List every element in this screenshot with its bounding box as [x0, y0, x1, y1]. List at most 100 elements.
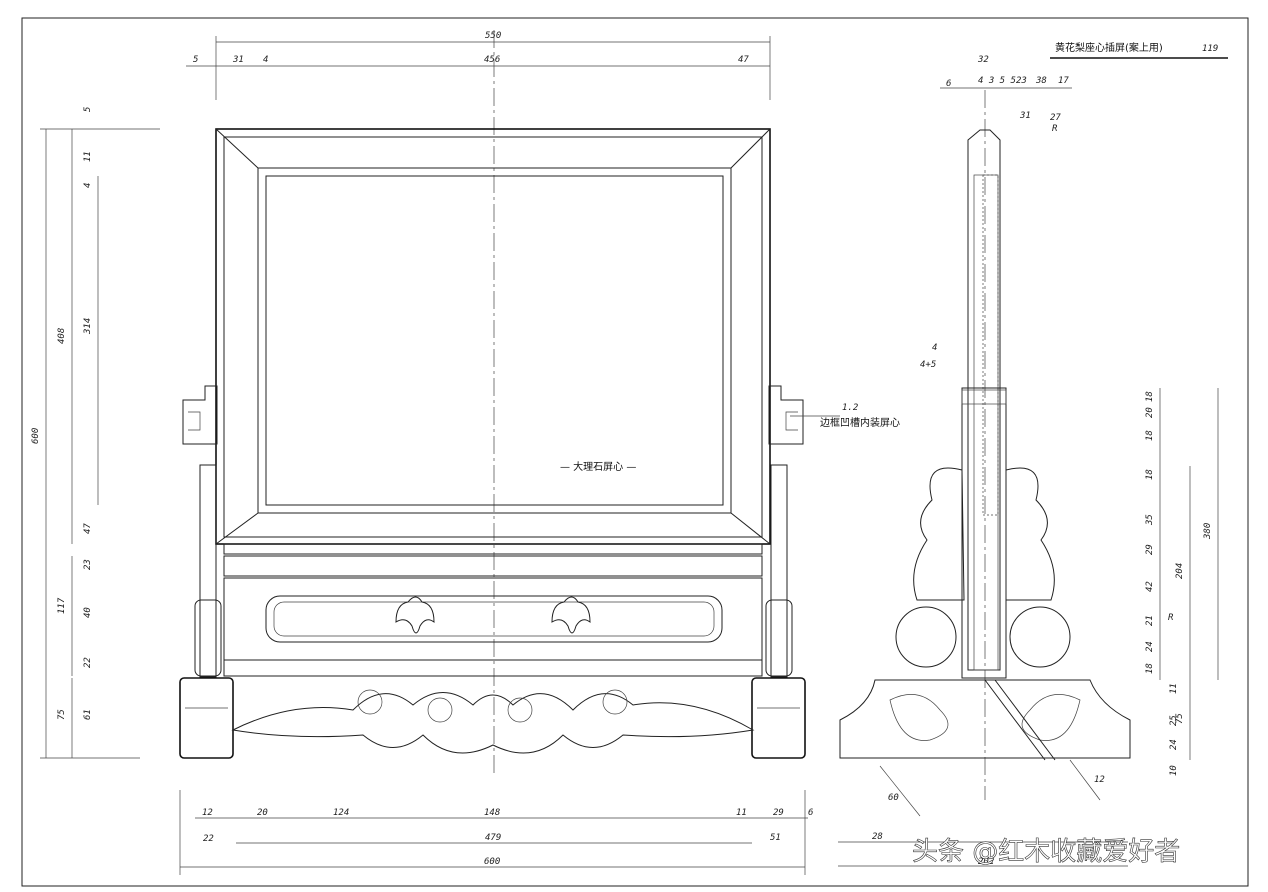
svg-text:4+5: 4+5: [920, 360, 936, 370]
svg-text:380: 380: [1203, 523, 1213, 540]
carved-opening: [265, 595, 723, 643]
side-base: [839, 679, 1131, 759]
svg-text:18: 18: [1145, 430, 1155, 441]
svg-text:47: 47: [738, 55, 749, 65]
apron-upper: [223, 555, 763, 577]
svg-text:28: 28: [872, 832, 883, 842]
svg-text:31: 31: [1019, 111, 1031, 121]
side-disc-left: [895, 606, 957, 668]
svg-text:12: 12: [1094, 775, 1105, 785]
right-post-cap: [768, 385, 804, 445]
svg-text:204: 204: [1175, 563, 1185, 579]
svg-text:479: 479: [485, 833, 501, 843]
svg-text:R: R: [1168, 613, 1174, 623]
page-number: 119: [1202, 44, 1218, 54]
svg-text:117: 117: [57, 597, 67, 614]
svg-text:23: 23: [83, 559, 93, 570]
svg-text:24: 24: [1169, 739, 1179, 750]
svg-text:202: 202: [978, 857, 994, 867]
side-post: [961, 387, 1007, 679]
svg-text:38: 38: [1035, 76, 1047, 86]
svg-text:23: 23: [1016, 76, 1027, 86]
outer-frame: [215, 128, 771, 545]
svg-text:75: 75: [57, 709, 67, 720]
svg-text:21: 21: [1145, 615, 1155, 626]
svg-text:51: 51: [770, 833, 781, 843]
svg-text:314: 314: [83, 318, 93, 335]
svg-text:408: 408: [57, 328, 67, 344]
side-view: 32 6 4 3 5 5 23 38 17 31 27 R 4 4+5 380 …: [838, 55, 1219, 867]
svg-text:11: 11: [83, 151, 93, 162]
svg-text:4: 4: [83, 183, 93, 188]
left-bracket: [194, 599, 222, 677]
svg-text:60: 60: [888, 793, 899, 803]
svg-text:47: 47: [83, 523, 93, 534]
svg-text:18: 18: [1145, 663, 1155, 674]
svg-text:6: 6: [808, 808, 813, 818]
svg-text:31: 31: [232, 55, 244, 65]
svg-text:29: 29: [773, 808, 784, 818]
svg-text:11: 11: [1169, 683, 1179, 694]
svg-text:12: 12: [202, 808, 213, 818]
drawing-title: 黄花梨座心插屏(案上用): [1055, 41, 1163, 54]
svg-text:10: 10: [1169, 765, 1179, 776]
svg-text:20: 20: [1145, 407, 1155, 418]
svg-text:4: 4: [932, 343, 937, 353]
ruyi-motif-left: [395, 596, 435, 634]
left-post-cap: [182, 385, 218, 445]
ruyi-motif-right: [551, 596, 591, 634]
apron-lower: [223, 659, 763, 677]
svg-text:148: 148: [484, 808, 500, 818]
center-label: — 大理石屏心 —: [560, 460, 636, 473]
svg-text:11: 11: [736, 808, 747, 818]
svg-text:32: 32: [977, 55, 989, 65]
svg-text:75: 75: [1175, 713, 1185, 724]
svg-text:17: 17: [1058, 76, 1069, 86]
sheet-border: [21, 17, 1249, 887]
left-foot: [179, 677, 234, 759]
right-post: [770, 464, 788, 678]
front-view: — 大理石屏心 — 1.2 边框凹槽内装屏心 550: [31, 30, 900, 875]
apron-panel: [223, 577, 763, 661]
svg-text:40: 40: [83, 607, 93, 618]
svg-text:边框凹槽内装屏心: 边框凹槽内装屏心: [820, 416, 900, 429]
svg-text:6: 6: [946, 79, 951, 89]
svg-text:600: 600: [31, 428, 41, 444]
watermark: 头条 @红木收藏爱好者: [912, 837, 1180, 867]
svg-text:22: 22: [203, 834, 214, 844]
left-post: [199, 464, 217, 678]
svg-text:61: 61: [83, 709, 93, 720]
svg-text:42: 42: [1145, 581, 1155, 592]
svg-text:5: 5: [193, 55, 198, 65]
svg-text:124: 124: [333, 808, 349, 818]
spandrel-right: [1005, 467, 1055, 601]
right-bracket: [765, 599, 793, 677]
svg-text:24: 24: [1145, 641, 1155, 652]
svg-text:456: 456: [484, 55, 500, 65]
svg-text:25: 25: [1169, 715, 1179, 726]
svg-text:600: 600: [484, 857, 500, 867]
marble-panel-frame: [257, 167, 732, 514]
carved-base-scroll: [231, 692, 755, 754]
section-brace: [984, 679, 1046, 761]
right-foot: [751, 677, 806, 759]
svg-text:27: 27: [1050, 113, 1061, 123]
svg-text:18: 18: [1145, 469, 1155, 480]
frame-section: [967, 129, 1001, 671]
svg-text:5: 5: [83, 107, 93, 112]
svg-text:4: 4: [263, 55, 268, 65]
svg-text:29: 29: [1145, 544, 1155, 555]
svg-text:20: 20: [257, 808, 268, 818]
marble-panel: [265, 175, 724, 506]
svg-text:4 3 5 5: 4 3 5 5: [978, 76, 1016, 86]
svg-text:22: 22: [83, 657, 93, 668]
svg-text:550: 550: [485, 31, 501, 41]
outer-frame-inner: [223, 136, 763, 538]
svg-text:18: 18: [1145, 391, 1155, 402]
svg-text:1.2: 1.2: [842, 403, 858, 413]
spandrel-left: [913, 467, 965, 601]
side-disc-right: [1009, 606, 1071, 668]
bottom-rail: [223, 543, 763, 555]
svg-text:35: 35: [1145, 514, 1155, 526]
